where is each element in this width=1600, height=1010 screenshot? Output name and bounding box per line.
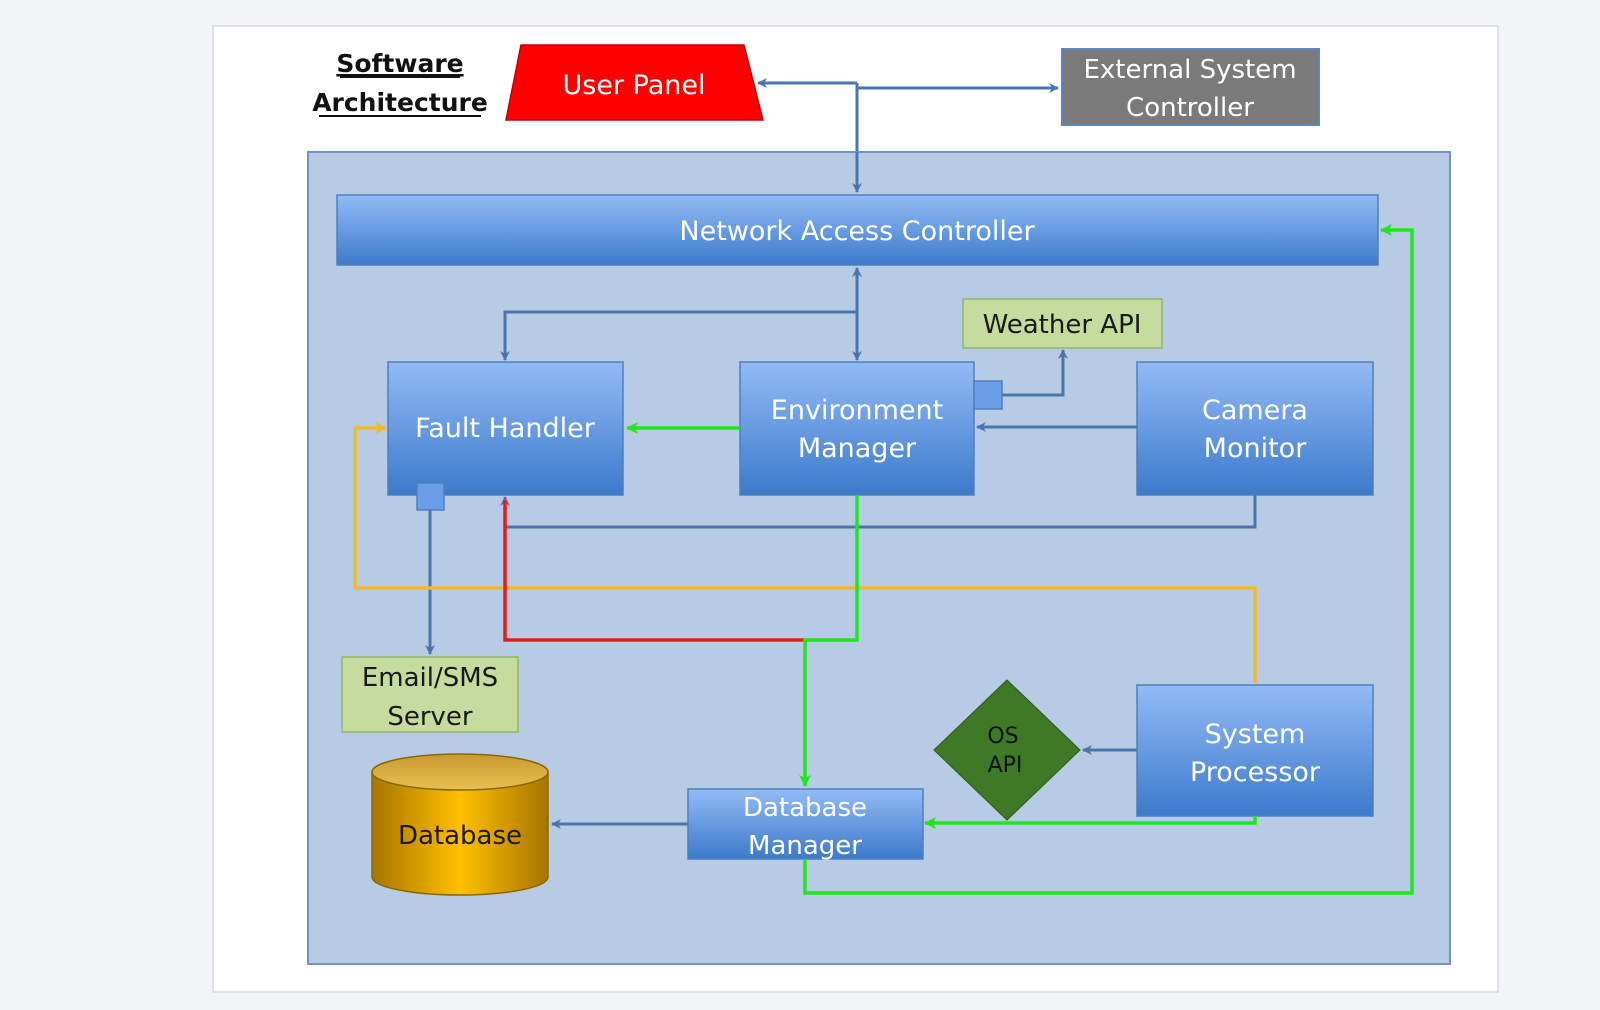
env-manager-label-line1: Environment xyxy=(771,395,943,426)
camera-monitor-label-line2: Monitor xyxy=(1204,433,1308,464)
fault-handler-port xyxy=(416,482,445,511)
arrow-env-to-dbm-green xyxy=(799,495,859,787)
user-panel-node xyxy=(505,44,764,121)
database-manager-node xyxy=(687,788,924,860)
arrow-sysproc-to-dbm-green xyxy=(924,816,1257,829)
os-api-node xyxy=(933,679,1081,821)
fault-handler-node xyxy=(387,361,624,496)
arrow-dbm-to-nac-green xyxy=(803,224,1414,895)
diagram-title-line1: Software xyxy=(336,49,463,78)
email-sms-server-node xyxy=(341,656,519,733)
arrow-sysproc-to-fault-yellow xyxy=(353,422,1257,683)
weather-api-node xyxy=(962,298,1163,349)
environment-manager-node xyxy=(739,361,975,496)
os-api-label-line1: OS xyxy=(987,724,1018,749)
external-label-line2: Controller xyxy=(1126,93,1254,123)
arrow-to-weather-api xyxy=(1002,349,1068,397)
database-cylinder-node xyxy=(371,753,549,896)
external-label-line1: External System xyxy=(1083,55,1296,85)
line-red-to-fault xyxy=(503,500,805,642)
diagram-title-line2: Architecture xyxy=(312,88,488,117)
arrow-to-fault-handler xyxy=(500,310,857,361)
network-access-label: Network Access Controller xyxy=(679,216,1035,247)
env-manager-label-line2: Manager xyxy=(798,433,917,464)
weather-api-label: Weather API xyxy=(983,310,1142,340)
sysproc-label-line2: Processor xyxy=(1190,757,1321,788)
system-processor-node xyxy=(1136,684,1374,817)
dbm-label-line1: Database xyxy=(743,793,867,823)
email-label-line2: Server xyxy=(387,702,473,732)
external-system-controller-node xyxy=(1061,48,1320,126)
network-access-controller-node xyxy=(336,194,1379,266)
user-panel-label: User Panel xyxy=(563,70,706,101)
email-label-line1: Email/SMS xyxy=(362,663,498,693)
os-api-label-line2: API xyxy=(988,753,1023,778)
dbm-label-line2: Manager xyxy=(748,831,862,861)
env-manager-port xyxy=(973,380,1003,410)
database-label: Database xyxy=(398,821,522,851)
camera-monitor-node xyxy=(1136,361,1374,496)
fault-handler-label: Fault Handler xyxy=(415,413,596,444)
sysproc-label-line1: System xyxy=(1205,719,1306,750)
camera-monitor-label-line1: Camera xyxy=(1202,395,1308,426)
